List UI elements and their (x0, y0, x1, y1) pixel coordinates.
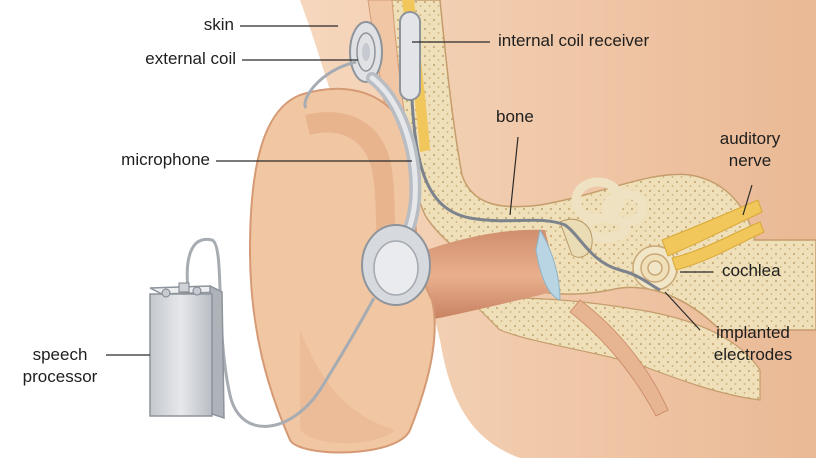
label-external-coil: external coil (110, 48, 236, 70)
label-auditory-nerve: auditory nerve (702, 128, 798, 172)
label-bone: bone (496, 106, 534, 128)
external-coil (350, 22, 382, 82)
label-implanted-electrodes-line2: electrodes (698, 344, 808, 366)
label-speech-processor: speech processor (14, 344, 106, 388)
label-auditory-nerve-line1: auditory (702, 128, 798, 150)
label-internal-coil-receiver: internal coil receiver (498, 30, 649, 52)
earpiece (362, 225, 430, 305)
speech-processor-device (150, 283, 224, 418)
internal-coil-receiver (400, 12, 420, 100)
label-speech-processor-line1: speech (14, 344, 106, 366)
label-auditory-nerve-line2: nerve (702, 150, 798, 172)
label-speech-processor-line2: processor (14, 366, 106, 388)
label-skin: skin (178, 14, 234, 36)
label-microphone: microphone (88, 149, 210, 171)
label-implanted-electrodes: implanted electrodes (698, 322, 808, 366)
label-cochlea: cochlea (722, 260, 781, 282)
label-implanted-electrodes-line1: implanted (698, 322, 808, 344)
